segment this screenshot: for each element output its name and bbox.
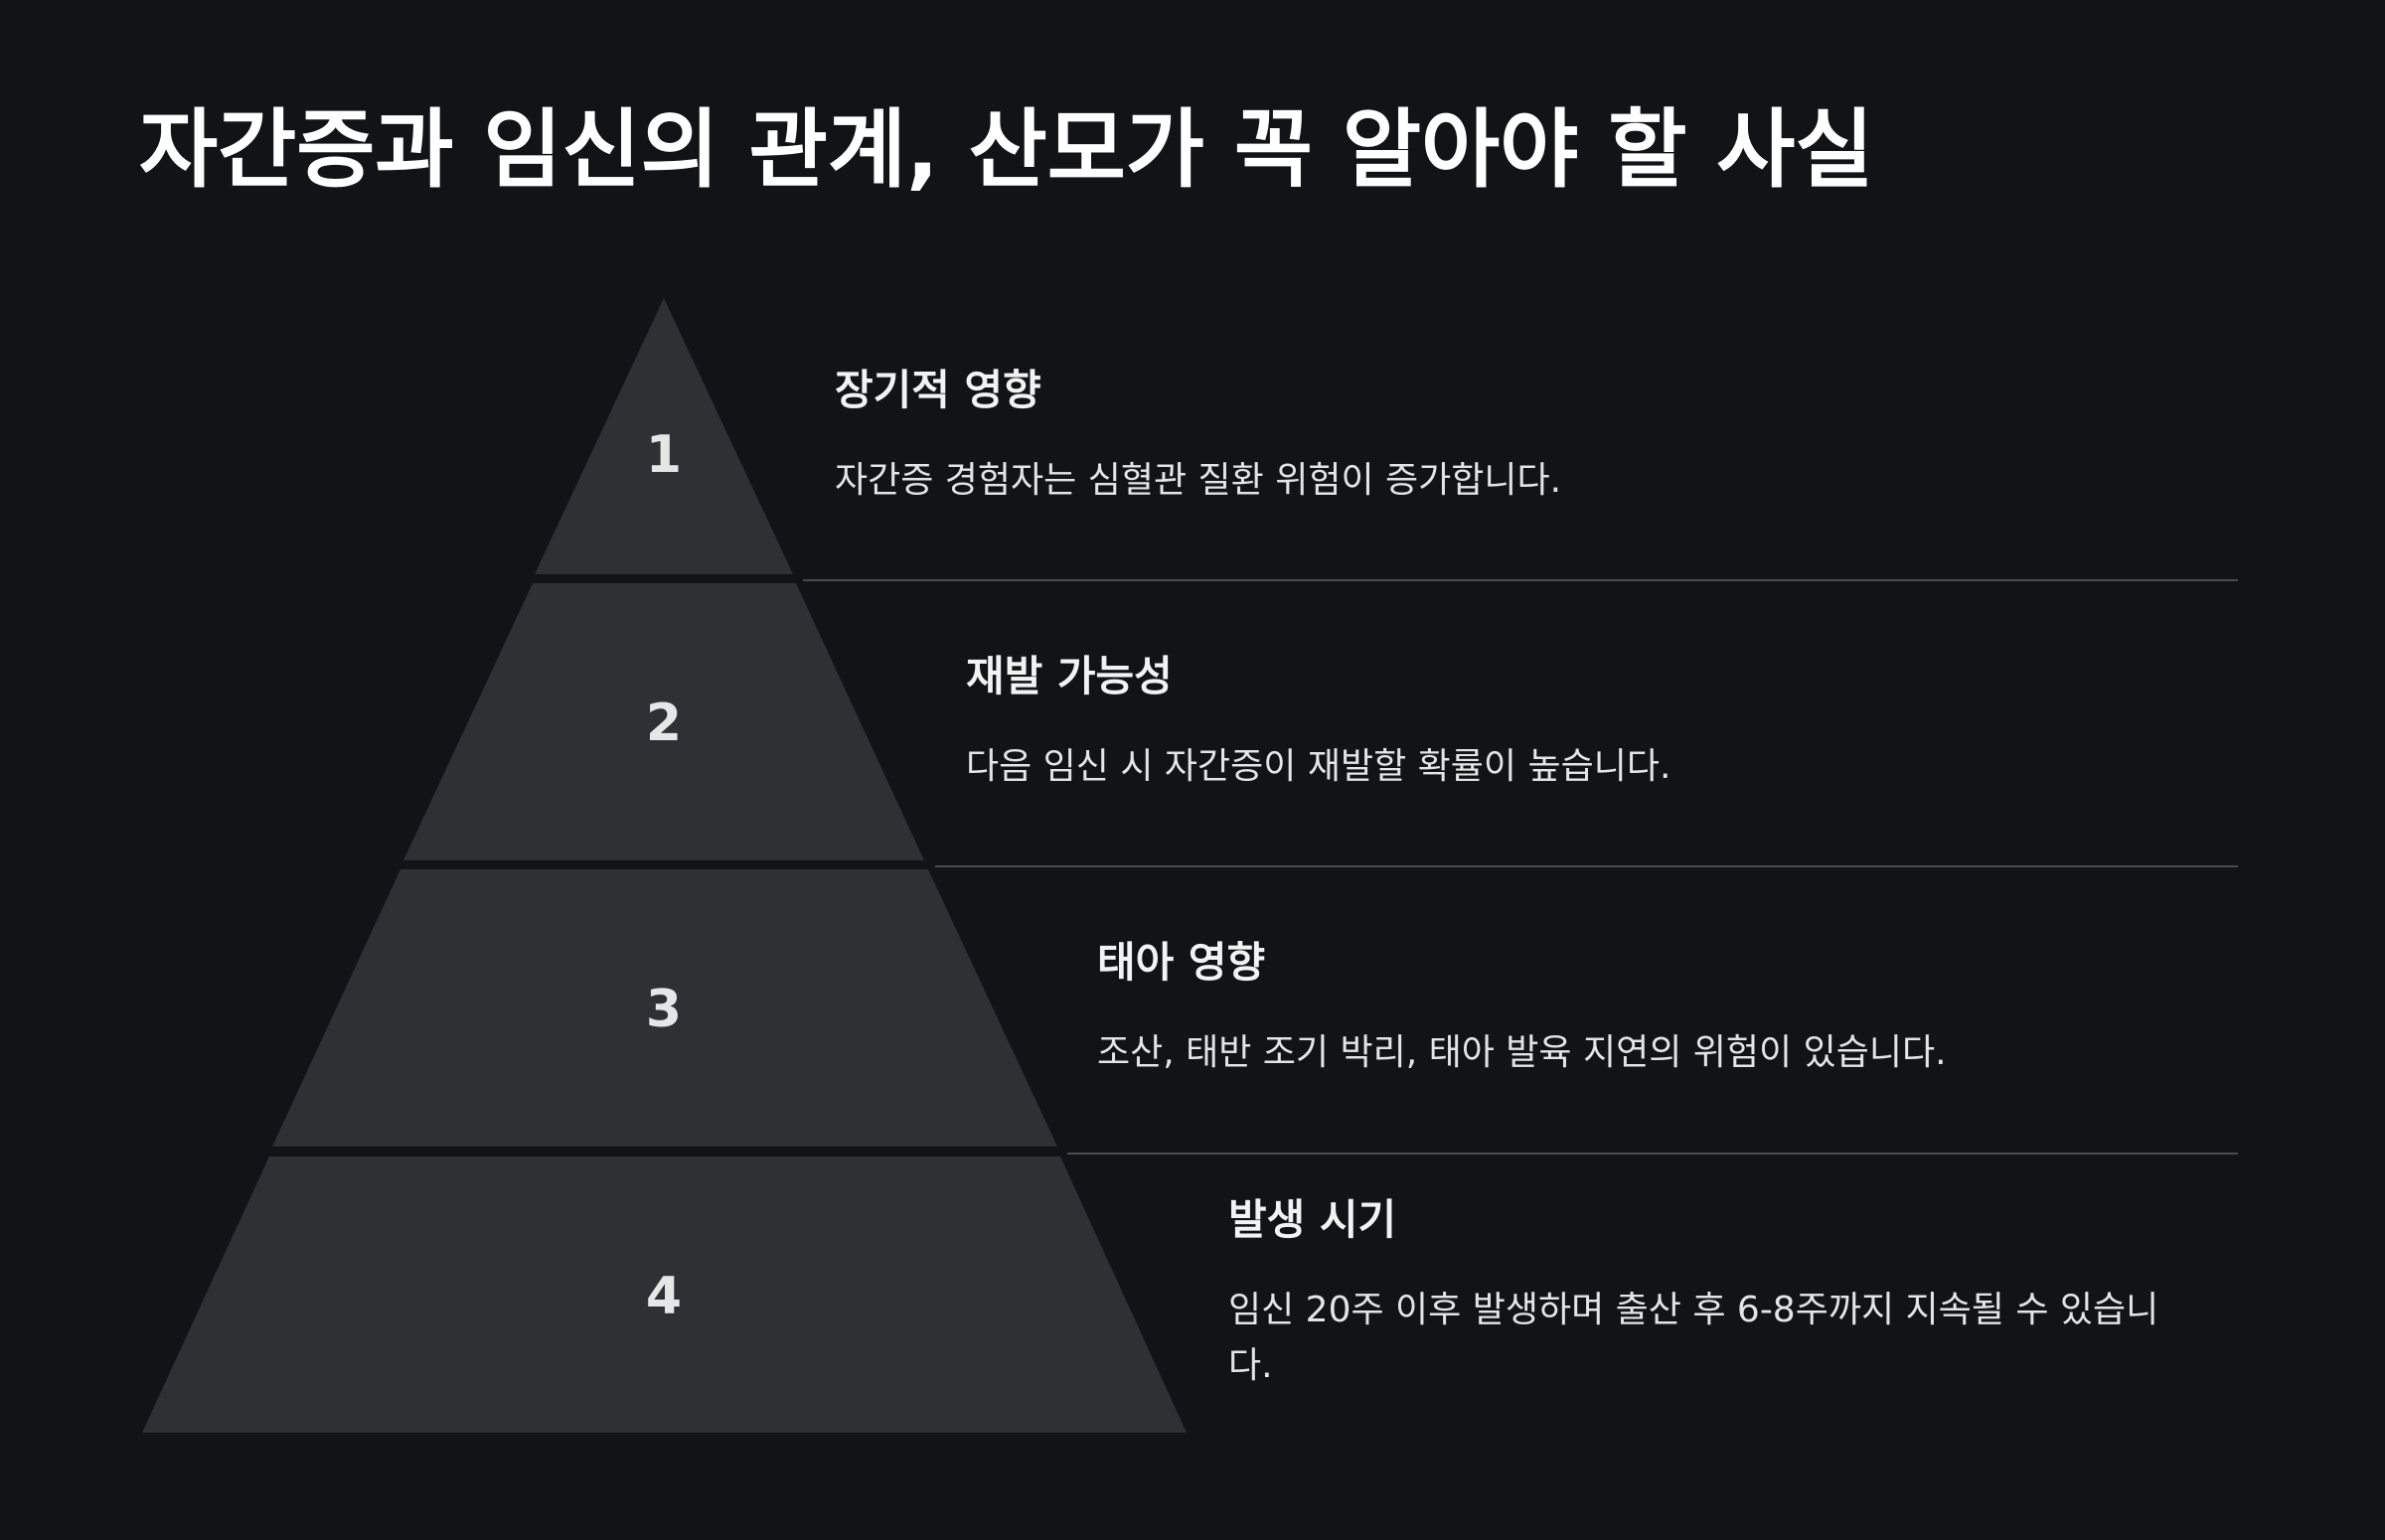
tier-number-2: 2 — [646, 693, 682, 753]
tier-description: 자간증 경험자는 심혈관 질환 위험이 증가합니다. — [835, 460, 1562, 502]
page-title: 자간증과 임신의 관계, 산모가 꼭 알아야 할 사실 — [139, 100, 1874, 200]
pyramid-tier-2 — [403, 583, 924, 860]
pyramid-tier-3 — [272, 869, 1057, 1147]
divider-3 — [1067, 1153, 2238, 1155]
pyramid-tier-1 — [535, 298, 793, 574]
tier-text-2: 재발 가능성 다음 임신 시 자간증이 재발할 확률이 높습니다. — [966, 652, 2357, 795]
tier-heading: 태아 영향 — [1097, 938, 1266, 987]
tier-heading: 재발 가능성 — [966, 652, 1173, 700]
tier-text-4: 발생 시기 임신 20주 이후 발생하며 출산 후 6-8주까지 지속될 수 있… — [1228, 1195, 2182, 1394]
pyramid-tier-4 — [142, 1156, 1187, 1433]
divider-1 — [803, 579, 2238, 581]
tier-description: 조산, 태반 조기 박리, 태아 발육 지연의 위험이 있습니다. — [1097, 1032, 1947, 1074]
tier-description: 다음 임신 시 자간증이 재발할 확률이 높습니다. — [966, 746, 1671, 788]
tier-heading: 장기적 영향 — [835, 366, 1041, 414]
tier-number-4: 4 — [646, 1267, 682, 1326]
tier-text-3: 태아 영향 조산, 태반 조기 박리, 태아 발육 지연의 위험이 있습니다. — [1097, 938, 2385, 1081]
divider-2 — [935, 865, 2238, 867]
tier-text-1: 장기적 영향 자간증 경험자는 심혈관 질환 위험이 증가합니다. — [835, 366, 2226, 509]
tier-description: 임신 20주 이후 발생하며 출산 후 6-8주까지 지속될 수 있습니다. — [1228, 1290, 2159, 1387]
tier-heading: 발생 시기 — [1228, 1195, 1397, 1244]
tier-number-1: 1 — [646, 425, 682, 485]
tier-number-3: 3 — [646, 980, 682, 1039]
